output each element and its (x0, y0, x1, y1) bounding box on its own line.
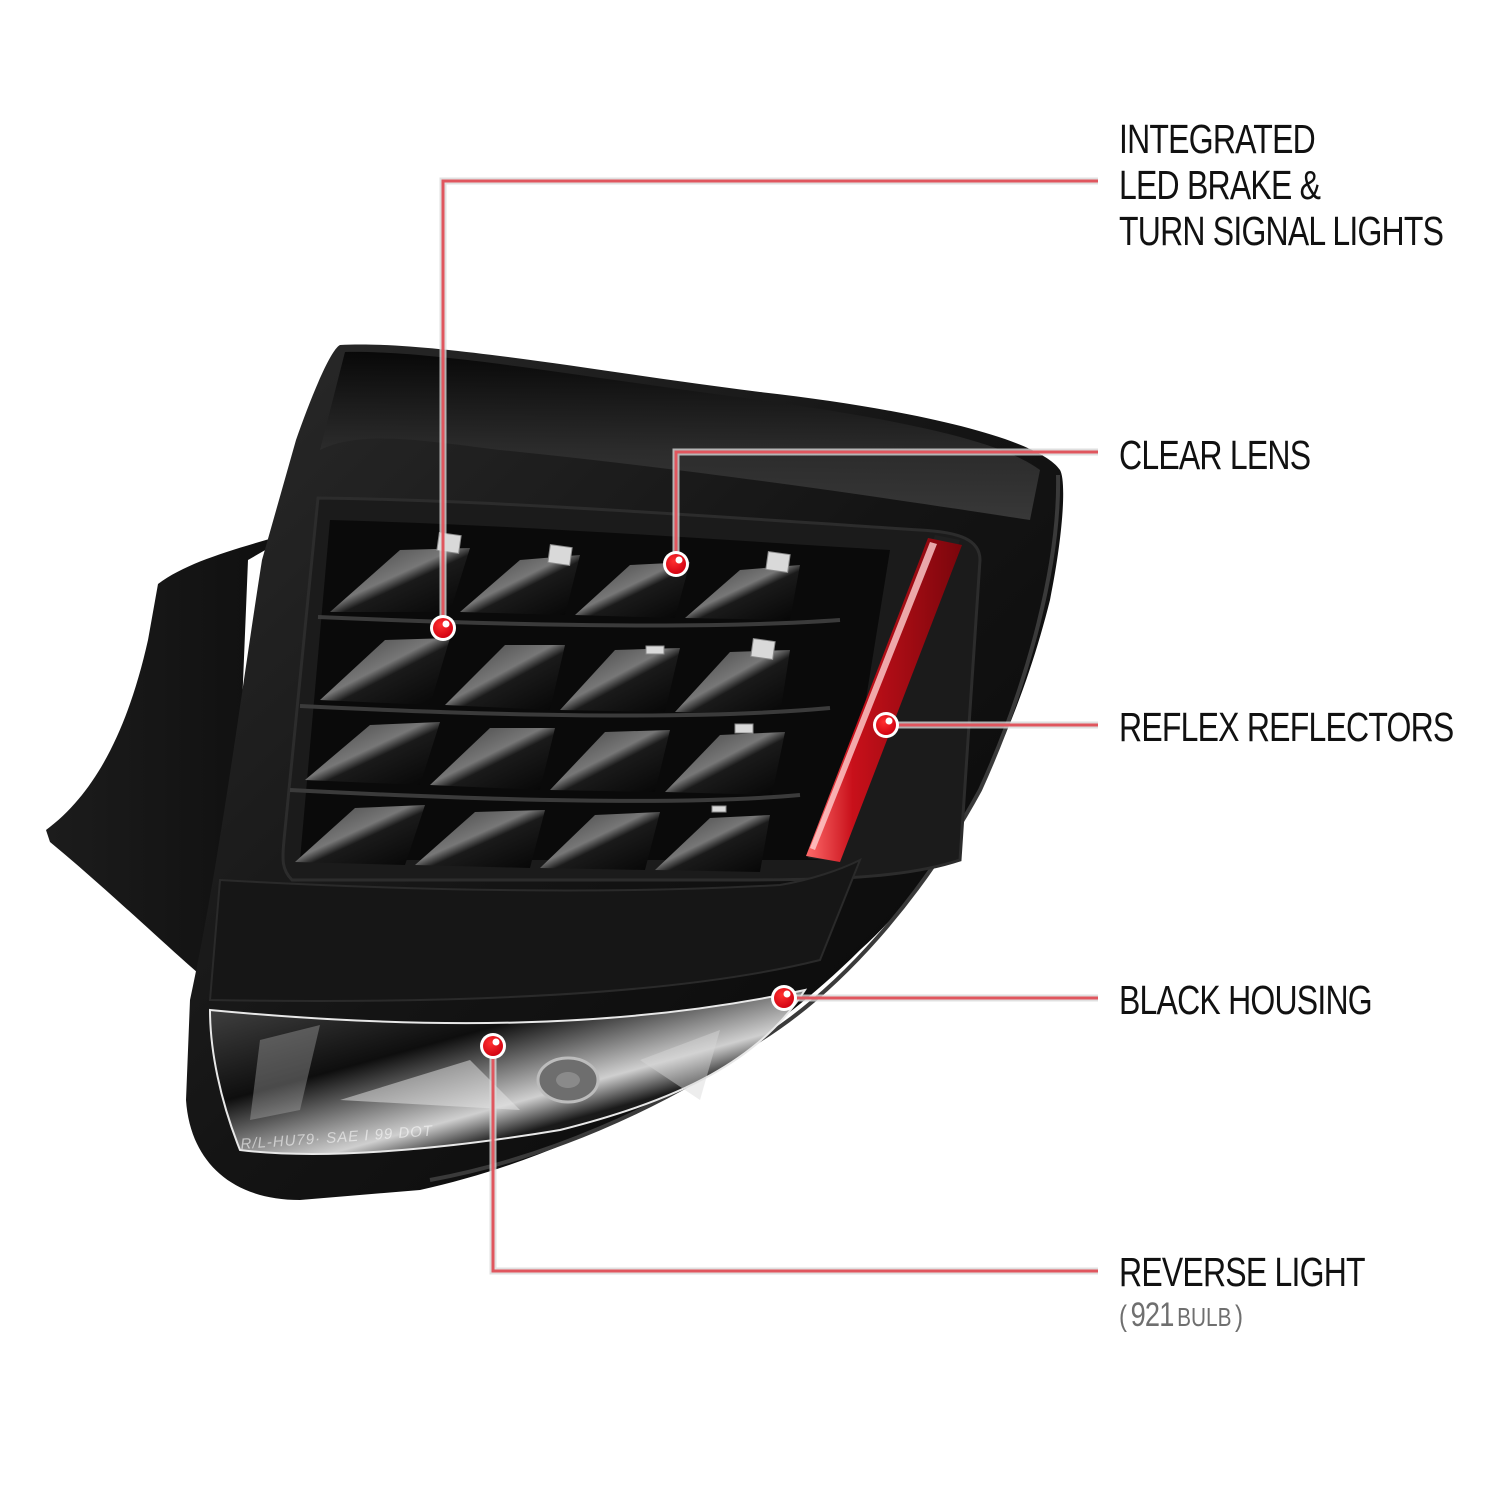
label-reflex-reflectors: REFLEX REFLECTORS (1119, 704, 1454, 750)
callout-line-clear-lens (674, 450, 1098, 564)
callout-dot-reverse-light-icon (480, 1033, 506, 1059)
bulb-spec-open-paren: ( (1119, 1300, 1127, 1333)
led-reflector-grid (295, 548, 800, 872)
label-integrated-led: INTEGRATED LED BRAKE & TURN SIGNAL LIGHT… (1119, 116, 1444, 254)
reflex-reflector-strip (806, 535, 962, 862)
label-line: CLEAR LENS (1119, 432, 1311, 478)
mounting-flange (46, 530, 300, 1000)
callout-line-reverse-light (491, 1046, 1098, 1273)
label-line: REVERSE LIGHT (1119, 1249, 1366, 1295)
reverse-light-bulb-spec: ( 921 BULB ) (1119, 1296, 1243, 1335)
callout-dot-reflex-reflectors-icon (873, 712, 899, 738)
label-line: LED BRAKE & (1119, 162, 1321, 208)
label-black-housing: BLACK HOUSING (1119, 977, 1373, 1023)
callout-line-integrated-led (441, 179, 1098, 628)
bulb-spec-unit: BULB (1177, 1302, 1232, 1332)
callout-dot-integrated-led-icon (430, 615, 456, 641)
bulb-spec-number: 921 (1130, 1296, 1175, 1334)
reverse-light-lens (208, 988, 808, 1155)
bulb-spec-close-paren: ) (1235, 1300, 1244, 1333)
callout-dot-black-housing-icon (771, 985, 797, 1011)
label-reverse-light: REVERSE LIGHT (1119, 1249, 1366, 1295)
label-line: BLACK HOUSING (1119, 977, 1373, 1023)
label-line: INTEGRATED (1119, 116, 1316, 162)
label-line: TURN SIGNAL LIGHTS (1119, 208, 1444, 254)
callout-dot-clear-lens-icon (663, 551, 689, 577)
label-line: REFLEX REFLECTORS (1119, 704, 1454, 750)
label-clear-lens: CLEAR LENS (1119, 432, 1311, 478)
louver-bars (289, 615, 841, 803)
